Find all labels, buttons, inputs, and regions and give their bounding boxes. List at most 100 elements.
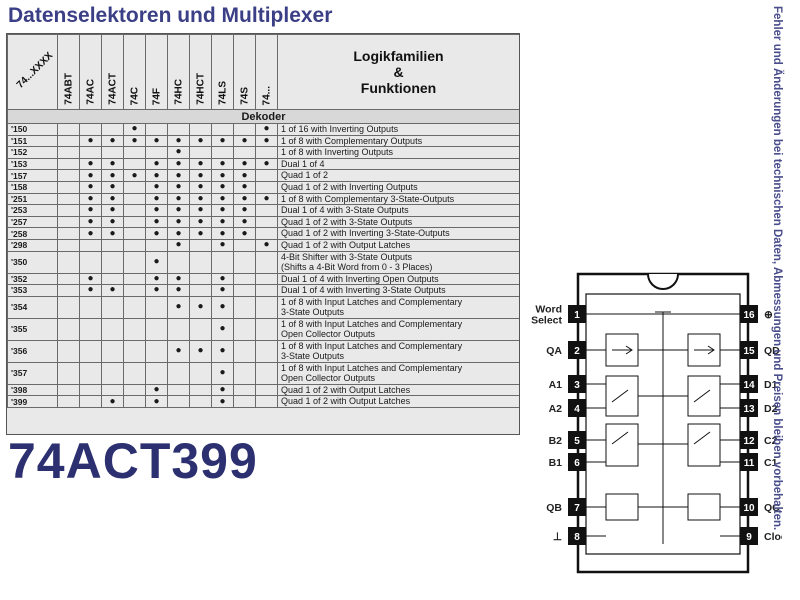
pin-number: 14 xyxy=(743,380,755,391)
family-column-header: 74S xyxy=(233,34,256,110)
availability-dot: ● xyxy=(219,395,226,407)
availability-dot: ● xyxy=(241,216,248,228)
pin-number: 15 xyxy=(743,346,755,357)
function-line: Open Collector Outputs xyxy=(281,329,376,340)
family-cell xyxy=(189,383,212,397)
family-cell: ● xyxy=(233,157,256,171)
family-cell: ● xyxy=(101,180,124,194)
family-cell: ● xyxy=(211,361,234,385)
family-cell xyxy=(255,215,278,229)
function-line: Dual 1 of 4 with Inverting 3-State Outpu… xyxy=(281,285,446,296)
availability-dot: ● xyxy=(87,273,94,284)
family-cell: ● xyxy=(189,134,212,148)
type-code: '258 xyxy=(7,227,58,240)
corner-label: 74...XXXX xyxy=(14,50,56,91)
family-cell: ● xyxy=(79,157,102,171)
family-cell: ● xyxy=(211,284,234,297)
family-column-label: 74HCT xyxy=(195,73,206,105)
pin-number: 9 xyxy=(746,532,752,543)
family-cell xyxy=(79,395,102,408)
family-cell xyxy=(79,238,102,252)
family-cell: ● xyxy=(211,134,234,148)
availability-dot: ● xyxy=(219,367,226,379)
function-line: 1 of 8 with Input Latches and Complement… xyxy=(281,318,463,329)
family-cell: ● xyxy=(211,339,234,363)
pin-number: 6 xyxy=(574,458,580,469)
pin-number: 3 xyxy=(574,380,580,391)
family-cell xyxy=(57,146,80,159)
family-cell: ● xyxy=(233,215,256,229)
table-row: '257●●●●●●●Quad 1 of 2 with 3-State Outp… xyxy=(7,215,519,229)
family-cell xyxy=(123,238,146,252)
family-cell xyxy=(189,146,212,159)
family-cell: ● xyxy=(79,227,102,240)
table-row: '355●1 of 8 with Input Latches and Compl… xyxy=(7,317,519,341)
pin-box xyxy=(568,527,586,545)
type-code: '398 xyxy=(7,383,58,397)
availability-dot: ● xyxy=(175,273,182,284)
family-cell xyxy=(189,361,212,385)
family-cell: ● xyxy=(79,204,102,217)
availability-dot: ● xyxy=(153,273,160,284)
pin-box xyxy=(740,498,758,516)
availability-dot: ● xyxy=(263,158,270,170)
function-line: 1 of 16 with Inverting Outputs xyxy=(281,124,399,135)
family-cell xyxy=(255,383,278,397)
family-column-header: 74AC xyxy=(79,34,102,110)
type-code: '251 xyxy=(7,192,58,206)
family-column-header: 74ACT xyxy=(101,34,124,110)
family-cell: ● xyxy=(167,339,190,363)
availability-dot: ● xyxy=(175,135,182,146)
function-line: Quad 1 of 2 with Output Latches xyxy=(281,396,411,407)
family-cell: ● xyxy=(211,395,234,408)
availability-dot: ● xyxy=(109,227,116,239)
family-column-label: 74AC xyxy=(85,79,96,105)
function-description: Quad 1 of 2 with Output Latches xyxy=(277,383,519,397)
family-cell: ● xyxy=(189,215,212,229)
type-code: '150 xyxy=(7,123,58,136)
availability-dot: ● xyxy=(197,345,204,357)
function-description: 1 of 8 with Complementary 3-State-Output… xyxy=(277,192,519,206)
family-cell xyxy=(123,157,146,171)
type-code: '152 xyxy=(7,146,58,159)
family-cell: ● xyxy=(167,227,190,240)
functions-header-line: & xyxy=(393,64,404,80)
function-line: 1 of 8 with Input Latches and Complement… xyxy=(281,340,463,351)
family-cell xyxy=(167,123,190,136)
family-cell xyxy=(57,134,80,148)
availability-dot: ● xyxy=(153,204,160,216)
availability-dot: ● xyxy=(175,181,182,193)
family-column-header: 74C xyxy=(123,34,146,110)
table-row: '158●●●●●●●Quad 1 of 2 with Inverting Ou… xyxy=(7,180,519,194)
type-code: '353 xyxy=(7,284,58,297)
family-cell xyxy=(57,227,80,240)
family-cell xyxy=(123,339,146,363)
family-cell: ● xyxy=(145,204,168,217)
family-cell: ● xyxy=(145,284,168,297)
family-cell: ● xyxy=(255,134,278,148)
function-line: Dual 1 of 4 with 3-State Outputs xyxy=(281,205,409,216)
family-cell xyxy=(57,395,80,408)
family-cell: ● xyxy=(233,169,256,182)
pin-box xyxy=(568,305,586,323)
section-label: Dekoder xyxy=(7,109,519,124)
family-cell xyxy=(189,317,212,341)
family-cell: ● xyxy=(167,215,190,229)
availability-dot: ● xyxy=(109,216,116,228)
family-cell xyxy=(123,317,146,341)
family-cell: ● xyxy=(167,157,190,171)
family-cell: ● xyxy=(167,238,190,252)
family-cell xyxy=(255,317,278,341)
family-cell: ● xyxy=(145,192,168,206)
availability-dot: ● xyxy=(219,301,226,313)
family-cell: ● xyxy=(145,169,168,182)
family-cell: ● xyxy=(167,284,190,297)
family-cell: ● xyxy=(167,204,190,217)
availability-dot: ● xyxy=(197,135,204,146)
family-column-label: 74ABT xyxy=(63,73,74,105)
family-cell: ● xyxy=(211,180,234,194)
side-disclaimer: Fehler und Änderungen bei technischen Da… xyxy=(771,6,783,531)
family-cell: ● xyxy=(145,250,168,274)
internal-logic xyxy=(578,311,748,544)
availability-dot: ● xyxy=(153,181,160,193)
